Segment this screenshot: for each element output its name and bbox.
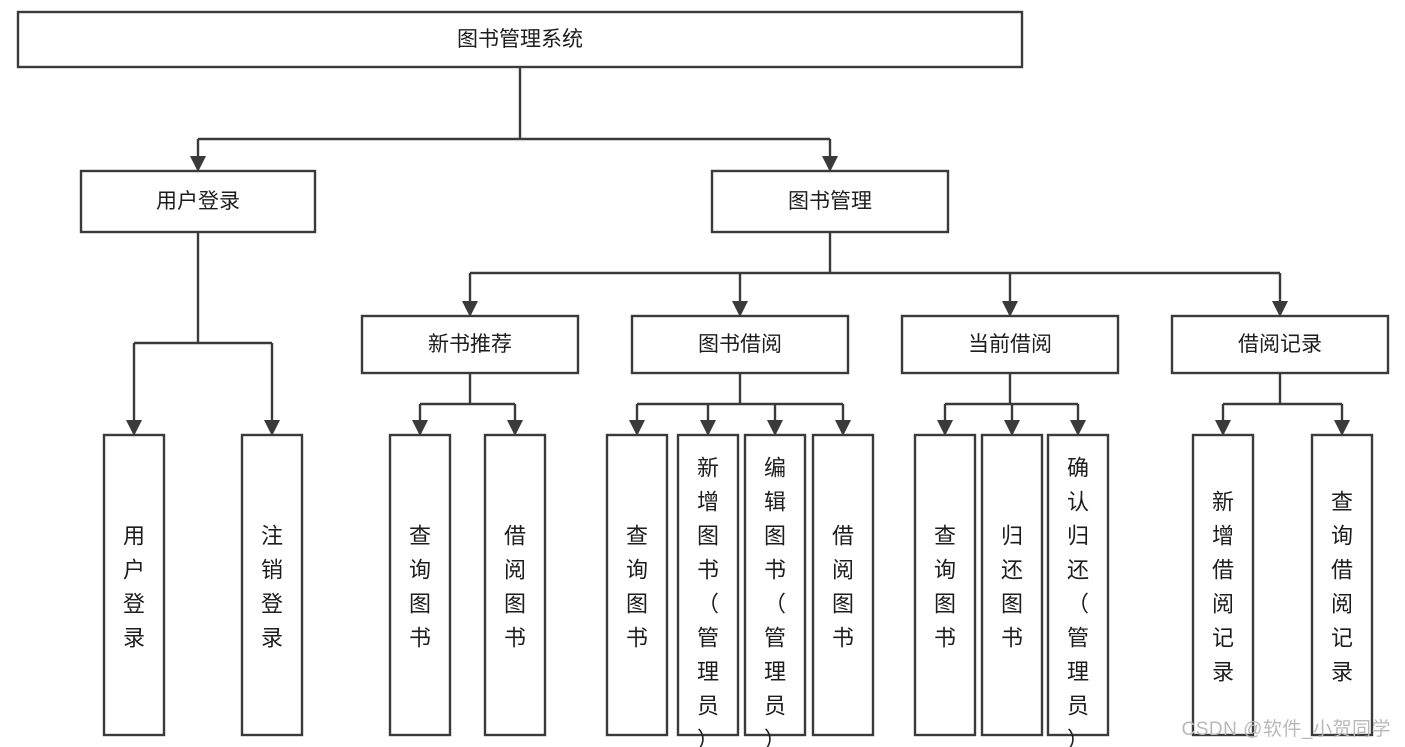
csdn-watermark: CSDN @软件_小贺同学 bbox=[1181, 719, 1391, 740]
node-label: 新增图书（管理员） bbox=[697, 456, 719, 747]
node-label: 查询图书 bbox=[409, 524, 431, 651]
edge-arrowhead bbox=[767, 420, 783, 436]
node-box[interactable] bbox=[900, 314, 1120, 375]
node-bookmgmt[interactable]: 图书管理 bbox=[710, 169, 950, 234]
edges-layer bbox=[126, 67, 1350, 436]
node-label: 确认归还（管理员） bbox=[1067, 456, 1089, 747]
node-leaf-cur-query[interactable]: 查询图书 bbox=[913, 433, 977, 737]
node-borrow[interactable]: 图书借阅 bbox=[630, 314, 850, 375]
edge-group-bookmgmt bbox=[462, 232, 1288, 317]
node-label: 新增借阅记录 bbox=[1212, 490, 1234, 685]
edge-arrowhead bbox=[462, 301, 478, 317]
node-box[interactable] bbox=[102, 433, 166, 737]
node-leaf-rec-query[interactable]: 查询借阅记录 bbox=[1310, 433, 1374, 737]
node-leaf-nb-borrow[interactable]: 借阅图书 bbox=[483, 433, 547, 737]
node-box[interactable] bbox=[913, 433, 977, 737]
edge-arrowhead bbox=[1002, 301, 1018, 317]
node-label: 查询图书 bbox=[626, 524, 648, 651]
node-leaf-bw-borrow[interactable]: 借阅图书 bbox=[811, 433, 875, 737]
node-leaf-login[interactable]: 用户登录 bbox=[102, 433, 166, 737]
edge-arrowhead bbox=[835, 420, 851, 436]
node-label: 借阅图书 bbox=[504, 524, 526, 651]
node-box[interactable] bbox=[1191, 433, 1255, 737]
edge-arrowhead bbox=[822, 156, 838, 172]
node-box[interactable] bbox=[1046, 433, 1110, 737]
edge-arrowhead bbox=[264, 420, 280, 436]
node-label: 归还图书 bbox=[1001, 524, 1023, 651]
edge-group-borrow bbox=[629, 373, 851, 436]
node-box[interactable] bbox=[980, 433, 1044, 737]
edge-group-newbook bbox=[412, 373, 523, 436]
edge-arrowhead bbox=[732, 301, 748, 317]
node-label: 查询图书 bbox=[934, 524, 956, 651]
edge-arrowhead bbox=[1215, 420, 1231, 436]
node-box[interactable] bbox=[16, 10, 1024, 69]
node-box[interactable] bbox=[79, 169, 317, 234]
node-box[interactable] bbox=[483, 433, 547, 737]
node-leaf-cur-ret[interactable]: 归还图书 bbox=[980, 433, 1044, 737]
node-label: 图书管理 bbox=[788, 190, 872, 213]
node-label: 当前借阅 bbox=[968, 333, 1052, 356]
node-leaf-bw-edit[interactable]: 编辑图书（管理员） bbox=[743, 433, 807, 747]
node-box[interactable] bbox=[240, 433, 304, 737]
node-box[interactable] bbox=[676, 433, 740, 737]
node-records[interactable]: 借阅记录 bbox=[1170, 314, 1390, 375]
edge-arrowhead bbox=[126, 420, 142, 436]
node-box[interactable] bbox=[1310, 433, 1374, 737]
edge-arrowhead bbox=[190, 156, 206, 172]
node-label: 用户登录 bbox=[123, 524, 145, 651]
node-leaf-logout[interactable]: 注销登录 bbox=[240, 433, 304, 737]
node-label: 注销登录 bbox=[261, 524, 283, 651]
edge-arrowhead bbox=[412, 420, 428, 436]
edge-arrowhead bbox=[1334, 420, 1350, 436]
node-leaf-bw-add[interactable]: 新增图书（管理员） bbox=[676, 433, 740, 747]
node-leaf-cur-conf[interactable]: 确认归还（管理员） bbox=[1046, 433, 1110, 747]
node-label: 图书借阅 bbox=[698, 333, 782, 356]
node-leaf-bw-query[interactable]: 查询图书 bbox=[605, 433, 669, 737]
node-box[interactable] bbox=[1170, 314, 1390, 375]
node-box[interactable] bbox=[811, 433, 875, 737]
edge-arrowhead bbox=[1070, 420, 1086, 436]
node-root[interactable]: 图书管理系统 bbox=[16, 10, 1024, 69]
nodes-layer: 图书管理系统用户登录图书管理新书推荐图书借阅当前借阅借阅记录用户登录注销登录查询… bbox=[16, 10, 1390, 747]
node-box[interactable] bbox=[630, 314, 850, 375]
edge-arrowhead bbox=[1272, 301, 1288, 317]
node-label: 借阅图书 bbox=[832, 524, 854, 651]
edge-arrowhead bbox=[700, 420, 716, 436]
edge-group-login bbox=[126, 232, 280, 436]
edge-group-current bbox=[937, 373, 1086, 436]
node-label: 编辑图书（管理员） bbox=[764, 456, 786, 747]
edge-arrowhead bbox=[1004, 420, 1020, 436]
node-leaf-rec-add[interactable]: 新增借阅记录 bbox=[1191, 433, 1255, 737]
node-login[interactable]: 用户登录 bbox=[79, 169, 317, 234]
node-leaf-nb-query[interactable]: 查询图书 bbox=[388, 433, 452, 737]
node-label: 借阅记录 bbox=[1238, 333, 1322, 356]
node-box[interactable] bbox=[710, 169, 950, 234]
node-label: 新书推荐 bbox=[428, 333, 512, 356]
node-label: 用户登录 bbox=[156, 190, 240, 213]
node-box[interactable] bbox=[605, 433, 669, 737]
edge-arrowhead bbox=[937, 420, 953, 436]
node-box[interactable] bbox=[360, 314, 580, 375]
node-box[interactable] bbox=[388, 433, 452, 737]
node-current[interactable]: 当前借阅 bbox=[900, 314, 1120, 375]
node-newbook[interactable]: 新书推荐 bbox=[360, 314, 580, 375]
node-label: 图书管理系统 bbox=[457, 28, 583, 51]
edge-group-records bbox=[1215, 373, 1350, 436]
node-label: 查询借阅记录 bbox=[1331, 490, 1353, 685]
edge-group-root bbox=[190, 67, 838, 172]
node-box[interactable] bbox=[743, 433, 807, 737]
edge-arrowhead bbox=[629, 420, 645, 436]
edge-arrowhead bbox=[507, 420, 523, 436]
